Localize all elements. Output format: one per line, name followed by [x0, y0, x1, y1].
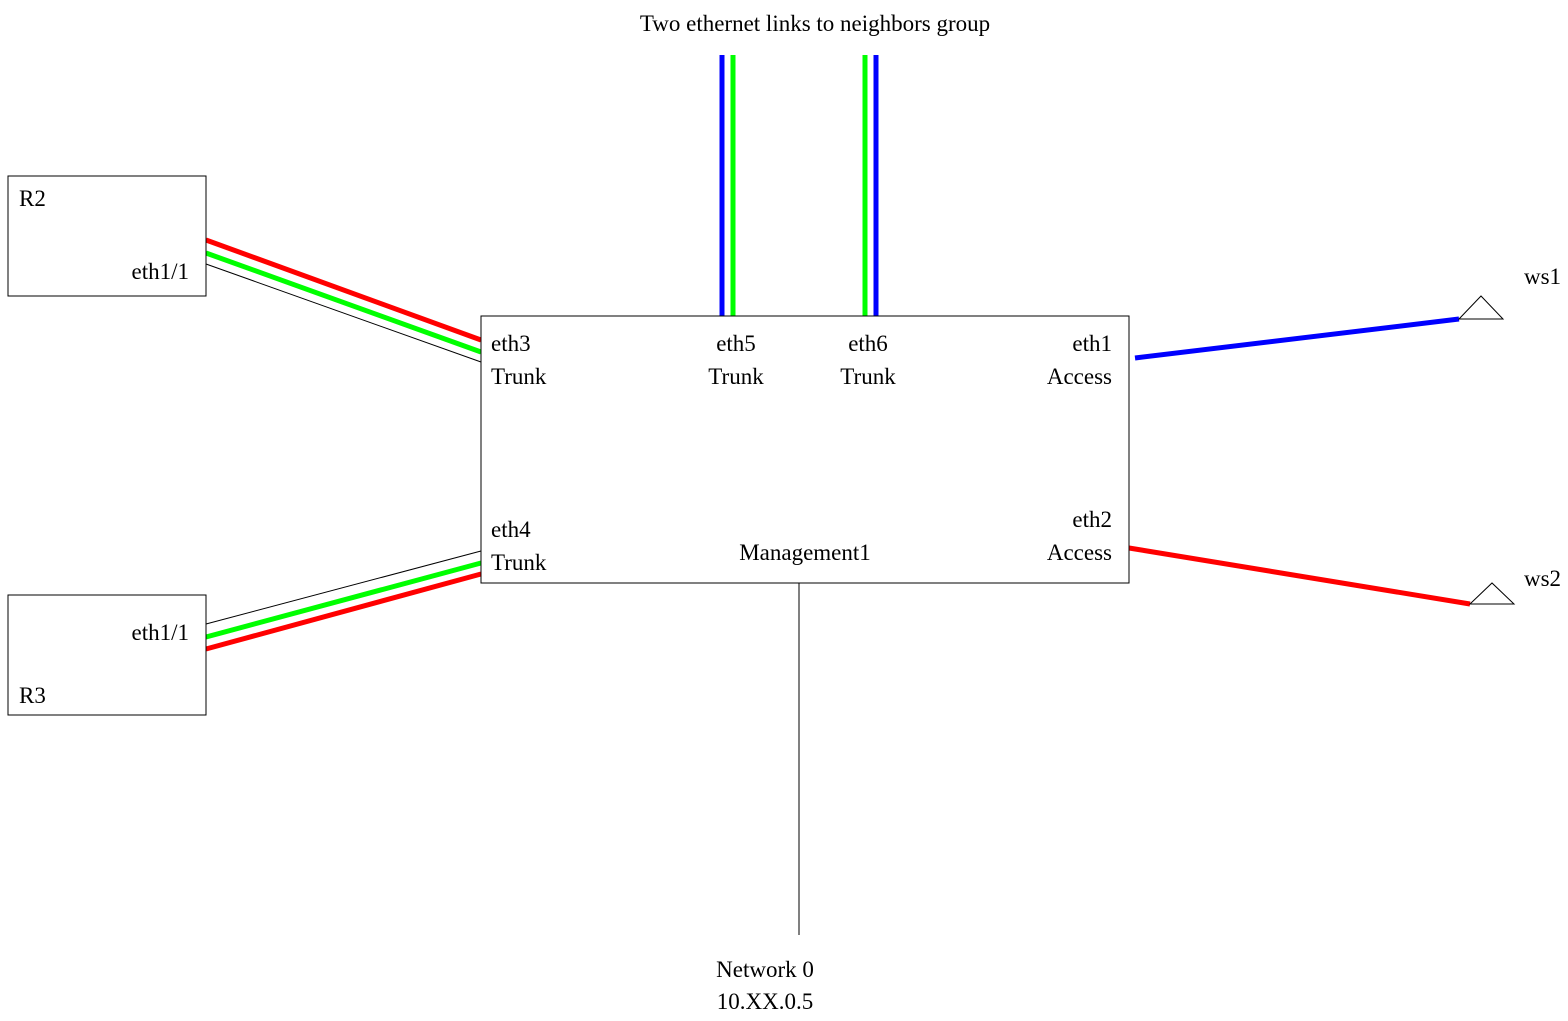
router-r3-name: R3: [19, 683, 46, 708]
port-eth3-name: eth3: [491, 331, 531, 356]
uplink-eth5: [719, 55, 736, 316]
ws2-label: ws2: [1524, 566, 1561, 591]
management-label: Management1: [739, 540, 871, 565]
ws1-triangle-icon: [1457, 295, 1505, 320]
port-eth1-name: eth1: [1072, 331, 1112, 356]
router-r2: R2 eth1/1: [7, 175, 207, 297]
port-eth5-mode: Trunk: [708, 364, 764, 389]
switch: eth3 Trunk eth5 Trunk eth6 Trunk eth1 Ac…: [480, 315, 1130, 584]
ws2-access-link: [1128, 545, 1471, 607]
port-eth4-mode: Trunk: [491, 550, 547, 575]
r2-green-link: [205, 250, 482, 355]
router-r2-port: eth1/1: [132, 259, 190, 284]
workstation-ws1: ws1: [1457, 264, 1561, 320]
port-eth5-name: eth5: [716, 331, 756, 356]
workstation-ws2: ws2: [1468, 566, 1561, 605]
r3-green-link: [205, 560, 482, 640]
port-eth1-mode: Access: [1047, 364, 1112, 389]
ws1-label: ws1: [1524, 264, 1561, 289]
r2-black-link: [205, 263, 482, 363]
port-eth6-name: eth6: [848, 331, 888, 356]
r3-trunk-links: [205, 550, 482, 652]
network-name: Network 0: [716, 957, 814, 982]
router-r2-box: [7, 175, 207, 297]
router-r3: eth1/1 R3: [7, 594, 207, 716]
diagram-title: Two ethernet links to neighbors group: [640, 11, 990, 36]
network-address: 10.XX.0.5: [717, 989, 813, 1014]
port-eth4-name: eth4: [491, 517, 531, 542]
port-eth6-mode: Trunk: [840, 364, 896, 389]
uplink-eth6: [862, 55, 879, 316]
router-r2-name: R2: [19, 186, 46, 211]
r3-black-link: [205, 550, 482, 625]
ws1-access-link: [1134, 316, 1460, 361]
router-r3-port: eth1/1: [132, 620, 190, 645]
r3-red-link: [205, 571, 482, 652]
switch-box: [480, 315, 1130, 584]
ws2-triangle-icon: [1468, 582, 1516, 605]
r2-red-link: [205, 237, 482, 343]
router-r3-box: [7, 594, 207, 716]
port-eth2-name: eth2: [1072, 507, 1112, 532]
port-eth3-mode: Trunk: [491, 364, 547, 389]
r2-trunk-links: [205, 237, 482, 363]
port-eth2-mode: Access: [1047, 540, 1112, 565]
